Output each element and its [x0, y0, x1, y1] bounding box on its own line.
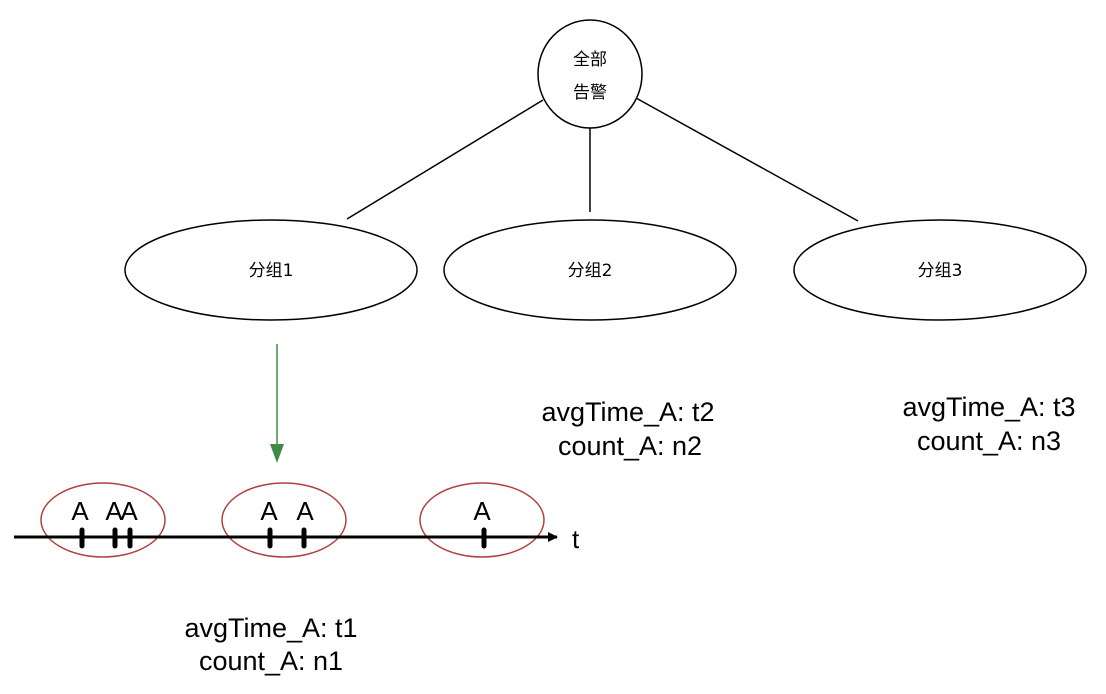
root-node: 全部 告警: [537, 19, 643, 129]
group-node-2: 分组2: [443, 219, 737, 321]
group2-avg-time: avgTime_A: t2: [541, 397, 714, 427]
expand-arrow: [270, 344, 284, 463]
group-label-1: 分组1: [249, 261, 294, 281]
event-label: A: [473, 496, 491, 526]
connector-root-group1: [346, 99, 544, 220]
event-cluster-1: [40, 482, 166, 558]
time-axis-label: t: [572, 524, 580, 554]
event-cluster-2: [221, 482, 347, 558]
group-node-3: 分组3: [793, 219, 1087, 321]
group3-count: count_A: n3: [917, 426, 1061, 456]
event-label: A: [120, 496, 138, 526]
group1-avg-time: avgTime_A: t1: [184, 613, 357, 643]
root-label-line2: 告警: [573, 83, 607, 103]
event-label: A: [296, 496, 314, 526]
group-label-2: 分组2: [568, 261, 613, 281]
event-label: A: [260, 496, 278, 526]
group2-count: count_A: n2: [558, 431, 702, 461]
event-cluster-3: [419, 482, 545, 558]
event-label: A: [71, 496, 89, 526]
group1-count: count_A: n1: [199, 646, 343, 676]
connector-root-group3: [635, 97, 859, 222]
root-label-line1: 全部: [573, 50, 607, 70]
group-node-1: 分组1: [124, 219, 418, 321]
group-label-3: 分组3: [918, 261, 963, 281]
event-label: A: [105, 496, 123, 526]
group3-avg-time: avgTime_A: t3: [902, 392, 1075, 422]
event-ticks: [79, 527, 487, 549]
